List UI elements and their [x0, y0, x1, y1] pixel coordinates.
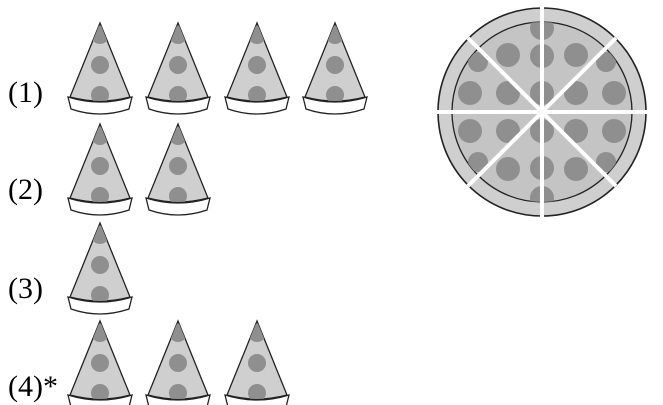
pizza-slice-icon [68, 23, 132, 114]
pizza-slice-icon [68, 223, 132, 314]
option-1-label: (1) [8, 76, 43, 109]
pizza-cut-lines [437, 6, 647, 218]
pizza-slice-icon [146, 124, 210, 215]
pizza-slice-icon [225, 321, 289, 405]
option-3: (3) [8, 223, 132, 314]
option-2: (2) [8, 124, 210, 215]
option-3-label: (3) [8, 272, 43, 305]
pizza-slice-icon [146, 321, 210, 405]
pizza-slice-icon [303, 23, 367, 114]
option-1: (1) [8, 23, 367, 114]
option-4: (4)* [8, 321, 289, 405]
pizza-slice-icon [225, 23, 289, 114]
pepperoni-pizza-icon [437, 6, 647, 218]
pizza-slice-icon [68, 321, 132, 405]
option-4-label: (4)* [8, 370, 58, 403]
option-2-label: (2) [8, 173, 43, 206]
pizza-slice-icon [146, 23, 210, 114]
pizza-slice-icon [68, 124, 132, 215]
